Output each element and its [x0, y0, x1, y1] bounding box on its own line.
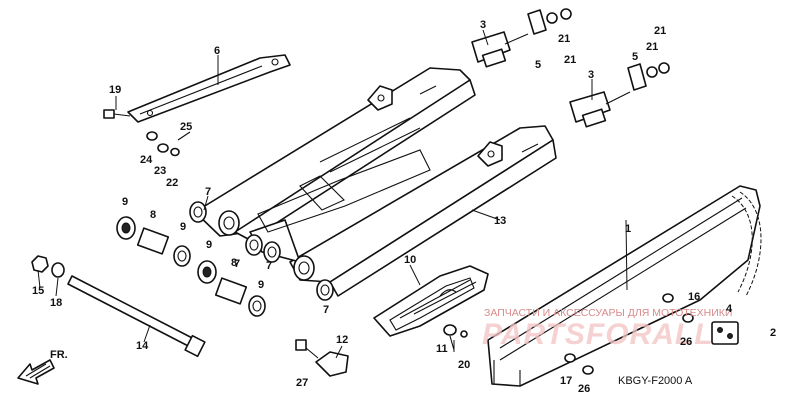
chain-slider — [373, 265, 489, 337]
callout: 21 — [564, 54, 576, 66]
callout: 5 — [632, 51, 638, 63]
callout: 13 — [494, 215, 506, 227]
callout: 8 — [231, 257, 237, 269]
pivot-bolt — [31, 255, 206, 358]
callout: 21 — [654, 25, 666, 37]
callout-numbers: 1 2 3 3 4 5 5 6 7 7 7 7 8 8 9 9 9 9 10 1… — [32, 19, 776, 395]
callout: 22 — [166, 177, 178, 189]
direction-label: FR. — [50, 349, 68, 361]
callout: 25 — [180, 121, 192, 133]
callout: 9 — [180, 221, 186, 233]
callout: 8 — [150, 209, 156, 221]
callout: 15 — [32, 285, 44, 297]
callout: 4 — [726, 303, 733, 315]
callout: 1 — [625, 223, 631, 235]
front-arrow-icon — [17, 359, 55, 385]
callout: 19 — [109, 84, 121, 96]
chain-case — [487, 185, 762, 387]
callout: 9 — [206, 239, 212, 251]
callout: 7 — [205, 186, 211, 198]
hose-clamp — [295, 339, 349, 377]
chain-adjuster-lower — [569, 62, 670, 128]
callout: 26 — [578, 383, 590, 395]
callout: 9 — [122, 196, 128, 208]
watermark-text: ЗАПЧАСТИ И АКСЕССУАРЫ ДЛЯ МОТОТЕХНИКИ — [484, 307, 732, 319]
swingarm — [194, 67, 557, 297]
watermark-logo: PARTSFORALL — [482, 318, 714, 351]
callout: 23 — [154, 165, 166, 177]
callout: 7 — [266, 260, 272, 272]
callout: 3 — [480, 19, 486, 31]
leader-lines — [37, 29, 628, 359]
callout: 20 — [458, 359, 470, 371]
slider-bolt — [443, 324, 468, 351]
callout: 26 — [680, 336, 692, 348]
chain-guide-plate — [127, 54, 291, 123]
callout: 24 — [140, 154, 153, 166]
callout: 9 — [258, 279, 264, 291]
callout: 7 — [234, 258, 240, 270]
callout: 14 — [136, 340, 149, 352]
callout: 17 — [560, 375, 572, 387]
chain-case-fasteners — [564, 293, 739, 375]
fasteners-22-25 — [146, 131, 191, 157]
callout: 21 — [558, 33, 570, 45]
callout: 18 — [50, 297, 62, 309]
callout: 10 — [404, 254, 416, 266]
callout: 11 — [436, 343, 448, 355]
pivot-seals-and-collars — [116, 216, 266, 317]
callout: 6 — [214, 45, 220, 57]
pivot-bushings — [189, 201, 334, 301]
callout: 12 — [336, 334, 348, 346]
bolt-19 — [103, 109, 131, 119]
callout: 3 — [588, 69, 594, 81]
callout: 16 — [688, 291, 700, 303]
callout: 2 — [770, 327, 776, 339]
callout: 7 — [323, 304, 329, 316]
callout: 21 — [646, 41, 658, 53]
chain-adjuster-upper — [471, 8, 572, 68]
diagram-code: KBGY-F2000 A — [618, 375, 693, 387]
callout: 5 — [535, 59, 541, 71]
callout: 27 — [296, 377, 308, 389]
